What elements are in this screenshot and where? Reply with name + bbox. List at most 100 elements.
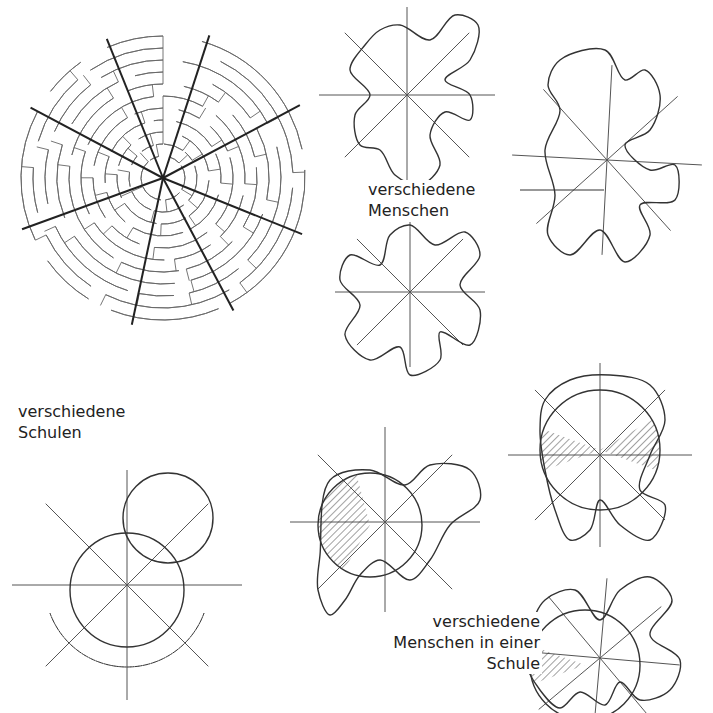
maze-wall: [153, 247, 154, 259]
maze-arc: [156, 144, 163, 146]
maze-wall: [116, 262, 121, 273]
maze-arc: [21, 111, 38, 240]
maze-arc: [189, 180, 209, 216]
maze-arc: [55, 85, 91, 132]
axis-line: [163, 178, 302, 234]
maze-arc: [154, 120, 163, 122]
maze-wall: [107, 88, 113, 98]
axis-line: [357, 239, 463, 345]
maze-arc: [128, 84, 163, 91]
maze-arc: [216, 154, 221, 183]
maze-wall: [115, 203, 125, 210]
maze-arc: [107, 36, 163, 47]
maze-wall: [189, 200, 198, 208]
maze-wall: [208, 169, 220, 171]
maze-arc: [161, 218, 186, 224]
maze-wall: [163, 120, 164, 132]
school-circle: [70, 533, 184, 647]
maze-wall: [248, 260, 257, 268]
maze-wall: [83, 75, 90, 84]
maze-wall: [189, 216, 196, 226]
maze-arc: [139, 294, 174, 296]
axis-line: [31, 108, 163, 178]
axis-line: [107, 39, 163, 178]
maze-arc: [135, 108, 163, 114]
maze-wall: [179, 155, 188, 163]
axis-line: [163, 178, 233, 310]
maze-wall: [37, 147, 49, 150]
maze-arc: [94, 118, 127, 166]
maze-arc: [105, 157, 109, 183]
maze-arc: [141, 162, 148, 185]
maze-arc: [185, 152, 192, 160]
maze-arc: [112, 226, 139, 244]
profile-shape: [350, 15, 479, 185]
axis-line: [22, 178, 163, 229]
maze-wall: [44, 226, 55, 231]
maze-arc: [106, 290, 230, 308]
maze-wall: [127, 228, 133, 238]
maze-wall: [81, 177, 93, 178]
maze-wall: [199, 108, 205, 118]
maze-wall: [182, 189, 192, 195]
axis-line: [345, 33, 469, 157]
axis-line: [163, 35, 209, 178]
maze-wall: [216, 224, 225, 232]
dashed-arc: [50, 613, 204, 667]
maze-arc: [121, 262, 179, 272]
maze-arc: [46, 235, 91, 286]
maze-circle: [21, 35, 305, 324]
maze-wall: [221, 183, 233, 184]
maze-arc: [90, 48, 163, 70]
maze-arc: [129, 172, 130, 187]
maze-wall: [118, 170, 130, 172]
maze-wall: [163, 60, 164, 72]
maze-arc: [72, 98, 114, 155]
maze-wall: [240, 283, 247, 293]
axis-line: [593, 578, 607, 713]
maze-wall: [105, 173, 117, 175]
maze-wall: [156, 145, 158, 157]
maze-arc: [111, 123, 145, 152]
maze-wall: [163, 96, 164, 108]
axis-line: [536, 96, 677, 223]
maze-wall: [166, 200, 167, 212]
caption-label: verschiedene Menschen: [366, 180, 520, 222]
maze-arc: [216, 157, 233, 224]
maze-wall: [218, 92, 225, 102]
maze-wall: [267, 200, 279, 202]
maze-arc: [57, 145, 65, 218]
maze-wall: [123, 136, 131, 145]
maze-wall: [228, 146, 239, 151]
maze-arc: [74, 236, 174, 284]
maze-arc: [45, 150, 48, 204]
maze-arc: [132, 192, 151, 210]
maze-arc: [101, 60, 163, 77]
axis-line: [46, 504, 209, 667]
maze-wall: [113, 71, 118, 82]
maze-arc: [69, 166, 113, 258]
maze-wall: [191, 280, 194, 292]
maze-arc: [94, 223, 164, 260]
maze-arc: [133, 228, 183, 236]
maze-arc: [202, 41, 302, 149]
maze-wall: [163, 72, 164, 84]
maze-arc: [38, 80, 78, 141]
maze-wall: [183, 141, 190, 151]
profile-shape: [545, 49, 679, 262]
maze-wall: [58, 165, 70, 167]
maze-wall: [141, 111, 145, 122]
profile-shape: [540, 375, 665, 541]
maze-wall: [293, 172, 305, 173]
maze-arc: [135, 72, 163, 76]
maze-arc: [125, 203, 157, 223]
axis-line: [132, 178, 163, 325]
maze-wall: [163, 48, 164, 60]
maze-arc: [213, 84, 251, 118]
maze-arc: [139, 132, 163, 139]
caption-label: verschiedene Schulen: [16, 402, 170, 444]
maze-arc: [48, 261, 89, 299]
hatched-sector: [540, 429, 600, 470]
profile-shape: [525, 577, 681, 708]
profile-shape: [317, 463, 480, 615]
